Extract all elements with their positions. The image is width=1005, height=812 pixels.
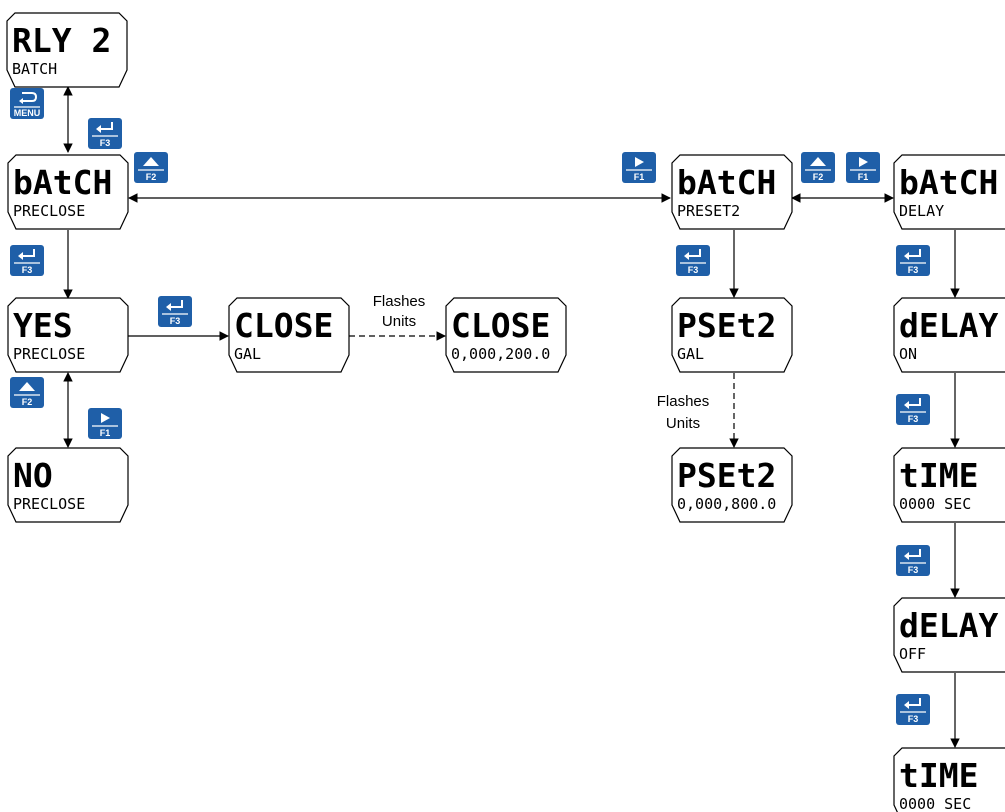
up-f2-key-icon: F2 [801, 152, 835, 183]
lcd-bottom-text: PRECLOSE [13, 202, 85, 220]
enter-f3-key-icon: F3 [896, 394, 930, 425]
enter-f3-key-icon: F3 [88, 118, 122, 149]
key-label: F3 [100, 138, 111, 148]
lcd-bottom-text: ON [899, 345, 917, 363]
key-label: F3 [908, 414, 919, 424]
lcd-top-text: RLY 2 [12, 21, 111, 60]
right-f1-key-icon: F1 [88, 408, 122, 439]
key-label: F2 [146, 172, 157, 182]
lcd-bottom-text: OFF [899, 645, 926, 663]
lcd-rly2-batch: RLY 2 BATCH [6, 12, 128, 88]
lcd-bottom-text: BATCH [12, 60, 57, 78]
lcd-top-text: bAtCH [677, 163, 776, 202]
lcd-top-text: tIME [899, 456, 978, 495]
lcd-bottom-text: PRECLOSE [13, 495, 85, 513]
lcd-batch-preset2: bAtCH PRESET2 [671, 154, 793, 230]
lcd-bottom-text: 0000 SEC [899, 495, 971, 513]
up-f2-key-icon: F2 [10, 377, 44, 408]
lcd-delay-on: dELAY ON [893, 297, 1005, 373]
connectors [63, 86, 960, 748]
key-label: F1 [858, 172, 869, 182]
lcd-top-text: bAtCH [13, 163, 112, 202]
enter-f3-key-icon: F3 [676, 245, 710, 276]
lcd-bottom-text: GAL [677, 345, 704, 363]
lcd-bottom-text: DELAY [899, 202, 944, 220]
enter-f3-key-icon: F3 [896, 694, 930, 725]
key-label: F3 [688, 265, 699, 275]
lcd-top-text: CLOSE [451, 306, 550, 345]
lcd-bottom-text: 0000 SEC [899, 795, 971, 812]
lcd-delay-off: dELAY OFF [893, 597, 1005, 673]
key-label: F3 [22, 265, 33, 275]
key-label: F3 [170, 316, 181, 326]
lcd-pset2-value: PSEt2 0,000,800.0 [671, 447, 793, 523]
lcd-bottom-text: GAL [234, 345, 261, 363]
lcd-top-text: tIME [899, 756, 978, 795]
key-label: F3 [908, 714, 919, 724]
right-f1-key-icon: F1 [622, 152, 656, 183]
menu-key-icon: MENU [10, 88, 44, 119]
flashes-units-note-2-line2: Units [666, 415, 700, 432]
enter-f3-key-icon: F3 [10, 245, 44, 276]
lcd-top-text: PSEt2 [677, 306, 776, 345]
enter-f3-key-icon: F3 [896, 545, 930, 576]
enter-f3-key-icon: F3 [896, 245, 930, 276]
lcd-close-gal: CLOSE GAL [228, 297, 350, 373]
lcd-bottom-text: 0,000,200.0 [451, 345, 550, 363]
key-label: F3 [908, 265, 919, 275]
lcd-bottom-text: PRECLOSE [13, 345, 85, 363]
lcd-top-text: dELAY [899, 606, 998, 645]
lcd-top-text: PSEt2 [677, 456, 776, 495]
flashes-units-note-2-line1: Flashes [657, 393, 710, 410]
lcd-top-text: CLOSE [234, 306, 333, 345]
lcd-batch-delay: bAtCH DELAY [893, 154, 1005, 230]
lcd-close-value: CLOSE 0,000,200.0 [445, 297, 567, 373]
lcd-top-text: NO [13, 456, 53, 495]
key-label: F3 [908, 565, 919, 575]
flashes-units-note-1-line1: Flashes [373, 293, 426, 310]
right-f1-key-icon: F1 [846, 152, 880, 183]
lcd-top-text: bAtCH [899, 163, 998, 202]
lcd-time-2: tIME 0000 SEC [893, 747, 1005, 812]
lcd-yes-preclose: YES PRECLOSE [7, 297, 129, 373]
key-label: MENU [14, 108, 41, 118]
key-label: F2 [813, 172, 824, 182]
key-label: F1 [100, 428, 111, 438]
lcd-batch-preclose: bAtCH PRECLOSE [7, 154, 129, 230]
lcd-pset2-gal: PSEt2 GAL [671, 297, 793, 373]
enter-f3-key-icon: F3 [158, 296, 192, 327]
up-f2-key-icon: F2 [134, 152, 168, 183]
lcd-time-1: tIME 0000 SEC [893, 447, 1005, 523]
lcd-no-preclose: NO PRECLOSE [7, 447, 129, 523]
key-label: F2 [22, 397, 33, 407]
flashes-units-note-1-line2: Units [382, 313, 416, 330]
lcd-top-text: YES [13, 306, 73, 345]
lcd-bottom-text: PRESET2 [677, 202, 740, 220]
lcd-bottom-text: 0,000,800.0 [677, 495, 776, 513]
key-label: F1 [634, 172, 645, 182]
lcd-top-text: dELAY [899, 306, 998, 345]
